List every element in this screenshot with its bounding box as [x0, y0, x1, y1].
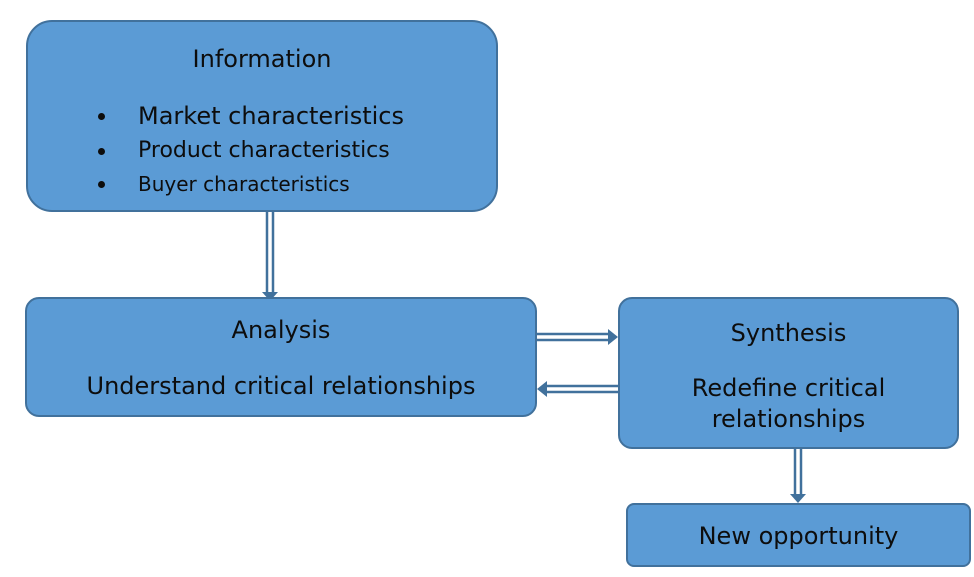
- list-item: Buyer characteristics: [98, 168, 404, 200]
- list-item: Product characteristics: [98, 134, 404, 168]
- analysis-box: Analysis Understand critical relationshi…: [25, 297, 537, 417]
- list-item: Market characteristics: [98, 98, 404, 134]
- arrow-analysis-to-synthesis: [537, 329, 618, 345]
- arrow-synthesis-to-analysis: [537, 381, 618, 397]
- opportunity-title: New opportunity: [698, 522, 899, 550]
- opportunity-box: New opportunity: [626, 503, 971, 567]
- information-list: Market characteristics Product character…: [98, 98, 404, 200]
- information-box: Information Market characteristics Produ…: [26, 20, 498, 212]
- synthesis-body-clip: Redefine critical relationships: [620, 371, 957, 435]
- arrow-synthesis-to-opportunity: [790, 449, 806, 503]
- analysis-title: Analysis: [231, 316, 331, 344]
- information-title: Information: [192, 45, 332, 73]
- synthesis-body: Redefine critical relationships: [691, 374, 886, 433]
- synthesis-box: Synthesis Redefine critical relationship…: [618, 297, 959, 449]
- synthesis-title: Synthesis: [730, 319, 847, 347]
- analysis-body: Understand critical relationships: [86, 372, 476, 400]
- arrow-information-to-analysis: [262, 212, 278, 301]
